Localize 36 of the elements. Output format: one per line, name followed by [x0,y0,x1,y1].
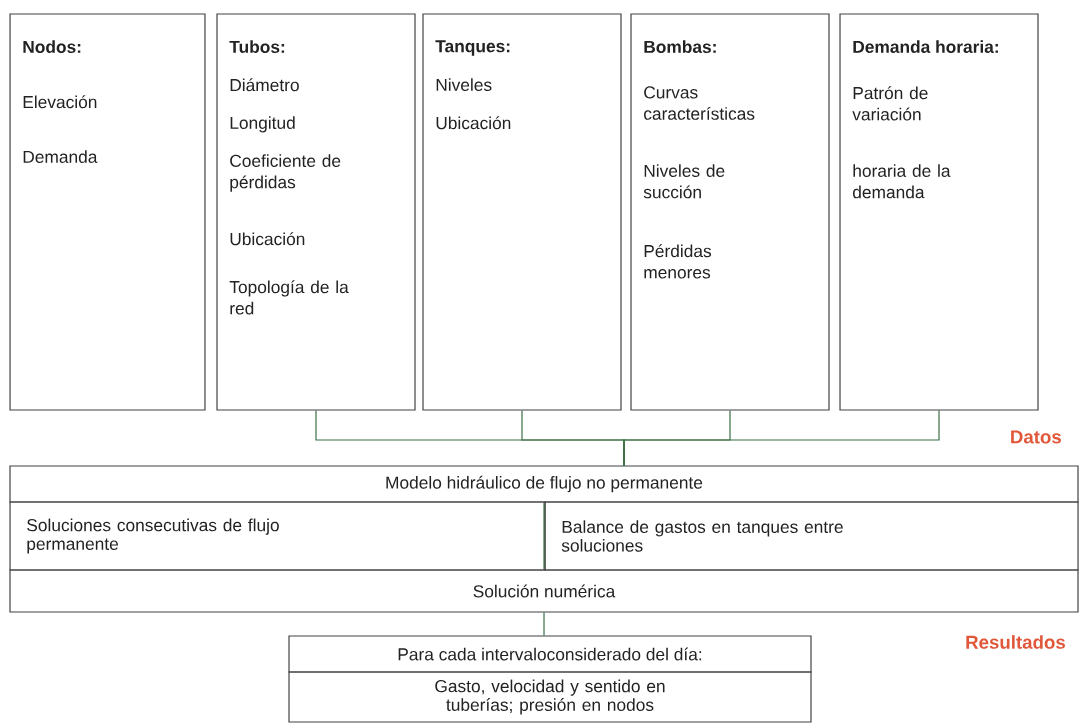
solution-band [9,569,1079,613]
list-item: Longitud [230,116,295,133]
heading: Tanques: [435,40,510,56]
list-item: Diámetro [230,78,299,92]
box-text: Soluciones consecutivas de flujo permanente [27,518,279,554]
list-item: Pérdidas menores [644,244,712,279]
box-text: Gasto, velocidad y sentido en tuberías; presión en nodos [435,679,665,715]
list-item: horaria de la demanda [853,164,951,199]
list-item: Coeficiente de pérdidas [230,154,341,192]
list-item: Niveles de succión [643,164,725,199]
list-item: Curvas características [644,86,755,120]
box-text: Modelo hidráulico de flujo no permanente [386,475,703,493]
heading: Tubos: [229,40,285,53]
connector-line [543,612,545,636]
list-item: Demanda [23,150,98,163]
process-box [544,501,1079,571]
section-label: Datos [1011,430,1061,444]
list-item: Niveles [436,78,492,91]
list-item: Ubicación [230,232,305,246]
connector-line [543,502,545,570]
section-label: Resultados [966,635,1065,649]
list-item: Topología de la red [229,280,349,315]
list-item: Ubicación [436,116,511,130]
box-text: Para cada intervaloconsiderado del día: [398,647,702,661]
model-band [9,465,1079,503]
box-text: Balance de gastos en tanques entre soluciones [561,520,843,552]
heading: Demanda horaria: [853,40,998,53]
result-box [288,671,812,723]
heading: Nodos: [23,40,81,53]
heading: Bombas: [644,40,716,53]
list-item: Elevación [23,95,97,109]
process-box [9,501,546,571]
result-box [288,635,812,673]
list-item: Patrón de variación [852,86,928,121]
connector-line [623,410,940,467]
box-text: Solución numérica [473,584,616,598]
